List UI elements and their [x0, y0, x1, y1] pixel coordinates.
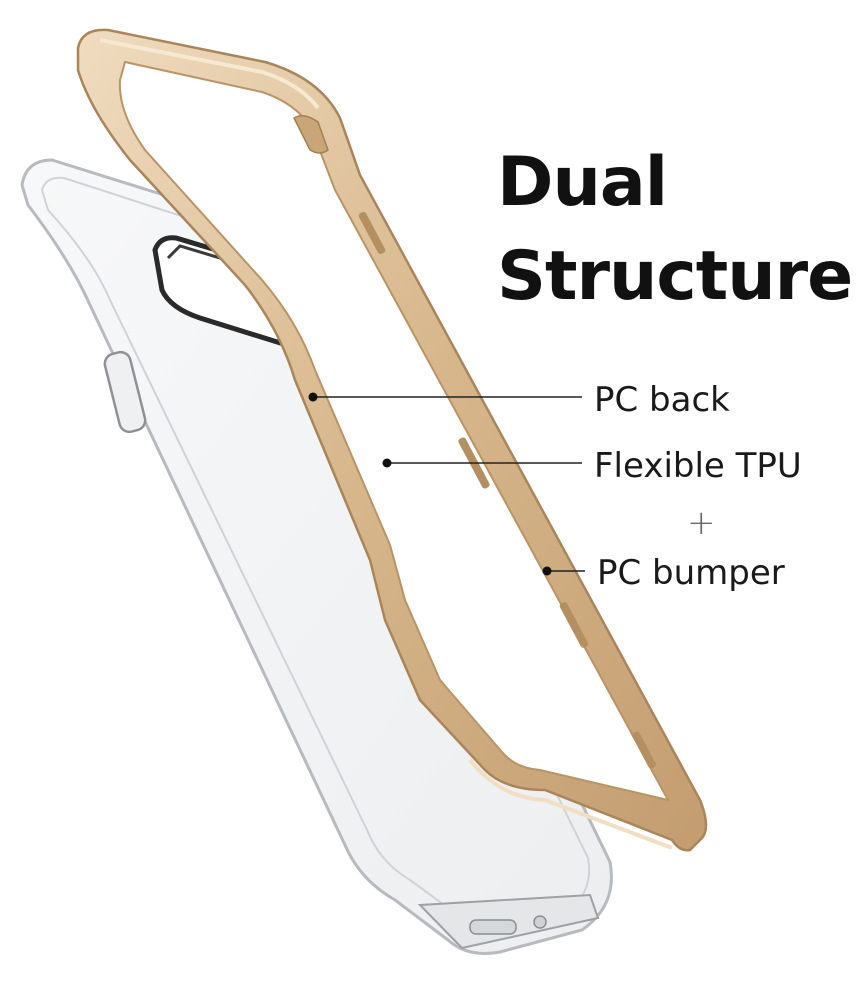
- bumper-marker: [542, 566, 552, 576]
- headline-line-1: Dual: [497, 143, 668, 222]
- gold-bumper: [76, 28, 708, 852]
- callout-pc-bumper: PC bumper: [597, 553, 785, 593]
- tpu-marker: [382, 458, 392, 468]
- callout-pc-back: PC back: [594, 380, 730, 420]
- plus-icon: +: [687, 503, 716, 543]
- callout-lines: [308, 392, 585, 576]
- callout-flexible-tpu: Flexible TPU: [594, 446, 802, 486]
- headline: Dual Structure: [497, 136, 853, 324]
- headline-line-2: Structure: [497, 237, 853, 316]
- pc-back-marker: [308, 392, 318, 402]
